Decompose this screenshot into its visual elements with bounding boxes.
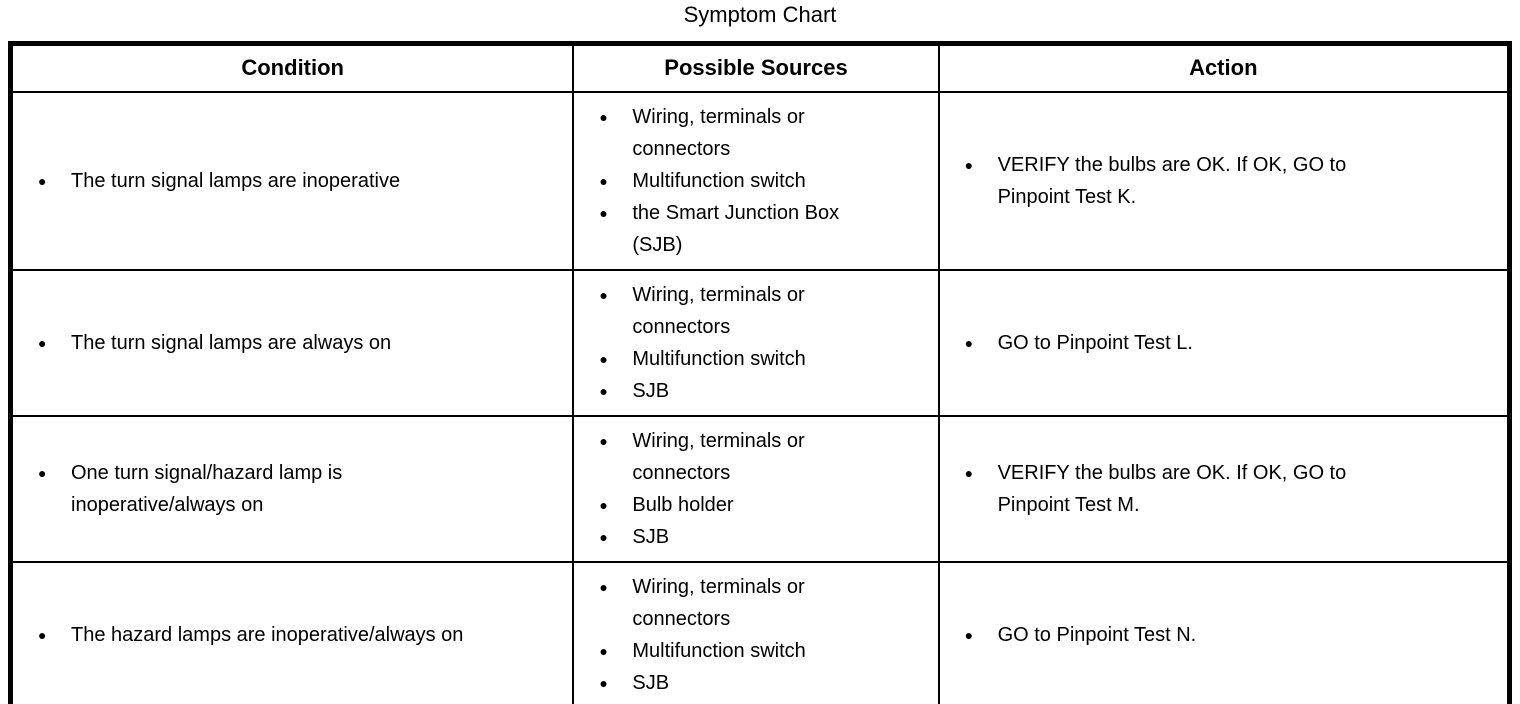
sources-text: Wiring, terminals or connectors [632,429,805,484]
sources-cell: ● Wiring, terminals or connectors ● Multifu… [572,560,940,704]
col-header-condition: Condition [9,42,575,93]
col-header-action: Action [937,42,1511,93]
bullet-item: ● the Smart Junction Box (SJB) [599,197,927,261]
bullet-icon: ● [38,626,47,643]
table-row: ● The hazard lamps are inoperative/always… [9,560,1511,704]
table-row: ● The turn signal lamps are always on ● Wir… [9,268,1511,417]
bullet-item: ● The hazard lamps are inoperative/always… [38,619,562,651]
condition-text: The hazard lamps are inoperative/always … [71,623,464,646]
bullet-icon: ● [599,286,608,303]
bullet-icon: ● [599,578,608,595]
page-title: Symptom Chart [683,2,837,27]
action-text: VERIFY the bulbs are OK. If OK, GO to Pi… [997,153,1347,208]
bullet-icon: ● [599,108,608,125]
bullet-item: ● The turn signal lamps are inoperative [38,165,562,197]
bullet-list: ● One turn signal/hazard lamp is inoperat… [38,457,562,521]
bullet-item: ● Wiring, terminals or connectors [599,425,927,489]
bullet-list: ● Wiring, terminals or connectors ● Multifu… [599,571,927,699]
bullet-icon: ● [964,464,974,481]
sources-text: SJB [632,671,670,694]
bullet-item: ● VERIFY the bulbs are OK. If OK, GO to P… [965,149,1497,213]
bullet-icon: ● [964,334,974,351]
bullet-icon: ● [599,204,608,221]
action-cell: ● VERIFY the bulbs are OK. If OK, GO to P… [937,90,1511,271]
bullet-icon: ● [599,432,608,449]
bullet-item: ● Wiring, terminals or connectors [599,101,927,165]
sources-text: Wiring, terminals or connectors [632,105,805,160]
bullet-icon: ● [38,334,47,351]
bullet-list: ● The turn signal lamps are always on [38,327,562,359]
sources-text: Multifunction switch [632,347,806,370]
condition-text: One turn signal/hazard lamp is inoperati… [71,461,343,516]
sources-cell: ● Wiring, terminals or connectors ● Multifu… [572,268,940,417]
bullet-list: ● The turn signal lamps are inoperative [38,165,562,197]
bullet-item: ● GO to Pinpoint Test L. [965,327,1497,359]
condition-text: The turn signal lamps are always on [71,331,392,354]
action-cell: ● VERIFY the bulbs are OK. If OK, GO to P… [937,414,1511,563]
bullet-icon: ● [964,626,974,643]
bullet-item: ● Wiring, terminals or connectors [599,571,927,635]
condition-cell: ● The turn signal lamps are inoperative [9,90,575,271]
sources-text: the Smart Junction Box (SJB) [632,201,840,256]
bullet-list: ● The hazard lamps are inoperative/always… [38,619,562,651]
bullet-item: ● SJB [599,375,927,407]
bullet-item: ● Multifunction switch [599,635,927,667]
bullet-icon: ● [599,350,608,367]
sources-text: Wiring, terminals or connectors [632,283,805,338]
sources-text: SJB [632,379,670,402]
sources-cell: ● Wiring, terminals or connectors ● Multifu… [572,90,940,271]
bullet-icon: ● [38,172,47,189]
sources-text: Wiring, terminals or connectors [632,575,805,630]
sources-text: SJB [632,525,670,548]
action-cell: ● GO to Pinpoint Test N. [937,560,1511,704]
bullet-item: ● Wiring, terminals or connectors [599,279,927,343]
sources-text: Bulb holder [632,493,734,516]
table-row: ● One turn signal/hazard lamp is inoperat… [9,414,1511,563]
bullet-list: ● GO to Pinpoint Test L. [965,327,1497,359]
bullet-icon: ● [599,172,608,189]
bullet-list: ● VERIFY the bulbs are OK. If OK, GO to P… [965,149,1497,213]
condition-cell: ● The hazard lamps are inoperative/always… [9,560,575,704]
bullet-item: ● SJB [599,667,927,699]
table-row: ● The turn signal lamps are inoperative ● W… [9,90,1511,271]
action-text: GO to Pinpoint Test L. [997,331,1193,354]
bullet-list: ● Wiring, terminals or connectors ● Multifu… [599,101,927,261]
condition-cell: ● One turn signal/hazard lamp is inoperat… [9,414,575,563]
bullet-item: ● Bulb holder [599,489,927,521]
bullet-item: ● GO to Pinpoint Test N. [965,619,1497,651]
condition-cell: ● The turn signal lamps are always on [9,268,575,417]
bullet-icon: ● [599,528,608,545]
sources-cell: ● Wiring, terminals or connectors ● Bulb ho… [572,414,940,563]
bullet-item: ● Multifunction switch [599,165,927,197]
sources-text: Multifunction switch [632,639,806,662]
bullet-item: ● SJB [599,521,927,553]
action-text: VERIFY the bulbs are OK. If OK, GO to Pi… [997,461,1347,516]
bullet-list: ● GO to Pinpoint Test N. [965,619,1497,651]
symptom-table: Condition Possible Sources Action ● The t… [8,41,1512,704]
sources-text: Multifunction switch [632,169,806,192]
header-row: Condition Possible Sources Action [9,42,1511,93]
action-text: GO to Pinpoint Test N. [997,623,1197,646]
col-header-possible-sources: Possible Sources [572,42,940,93]
condition-text: The turn signal lamps are inoperative [71,169,401,192]
bullet-icon: ● [599,674,608,691]
bullet-list: ● Wiring, terminals or connectors ● Multifu… [599,279,927,407]
bullet-icon: ● [599,382,608,399]
bullet-list: ● Wiring, terminals or connectors ● Bulb ho… [599,425,927,553]
bullet-item: ● Multifunction switch [599,343,927,375]
bullet-icon: ● [599,642,608,659]
bullet-icon: ● [599,496,608,513]
bullet-icon: ● [964,156,974,173]
bullet-item: ● One turn signal/hazard lamp is inoperat… [38,457,562,521]
bullet-list: ● VERIFY the bulbs are OK. If OK, GO to P… [965,457,1497,521]
bullet-item: ● VERIFY the bulbs are OK. If OK, GO to P… [965,457,1497,521]
action-cell: ● GO to Pinpoint Test L. [937,268,1511,417]
bullet-icon: ● [38,464,47,481]
bullet-item: ● The turn signal lamps are always on [38,327,562,359]
